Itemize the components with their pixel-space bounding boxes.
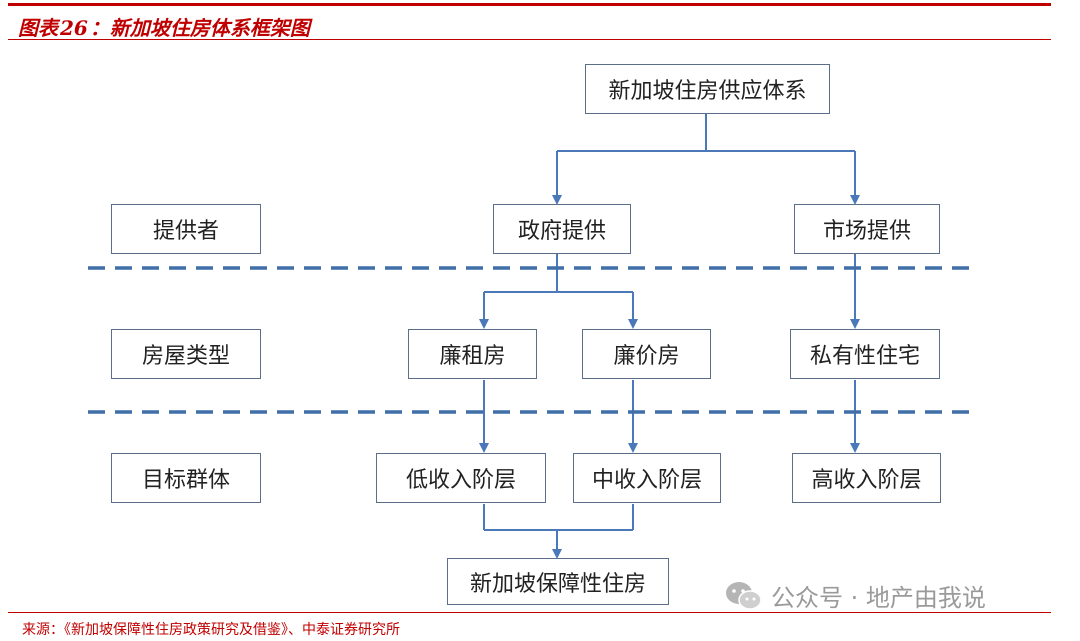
watermark: 公众号 · 地产由我说 [725, 578, 986, 613]
source-note: 来源：《新加坡保障性住房政策研究及借鉴》、中泰证券研究所 [22, 622, 400, 638]
row-label-provider: 提供者 [111, 204, 261, 254]
middle-income-node: 中收入阶层 [573, 453, 721, 503]
footer-rule [8, 612, 1051, 613]
high-income-node: 高收入阶层 [792, 453, 941, 503]
government-provider-node: 政府提供 [493, 204, 631, 254]
title-rule [8, 39, 1051, 40]
affordable-housing-result-node: 新加坡保障性住房 [447, 558, 669, 605]
row-label-housing-type: 房屋类型 [111, 329, 261, 379]
figure-number: 26 [60, 16, 88, 40]
low-income-node: 低收入阶层 [376, 453, 546, 503]
private-housing-node: 私有性住宅 [790, 329, 940, 379]
root-node: 新加坡住房供应体系 [585, 64, 830, 114]
row-label-target-group: 目标群体 [111, 453, 261, 503]
market-provider-node: 市场提供 [794, 204, 940, 254]
public-rental-node: 廉租房 [408, 329, 537, 379]
figure-title-prefix: 图表 [18, 16, 58, 40]
top-rule [8, 3, 1051, 6]
affordable-housing-node: 廉价房 [582, 329, 711, 379]
wechat-icon [726, 581, 762, 610]
figure-title-text: ：新加坡住房体系框架图 [89, 16, 310, 40]
watermark-text: 公众号 · 地产由我说 [771, 584, 986, 612]
